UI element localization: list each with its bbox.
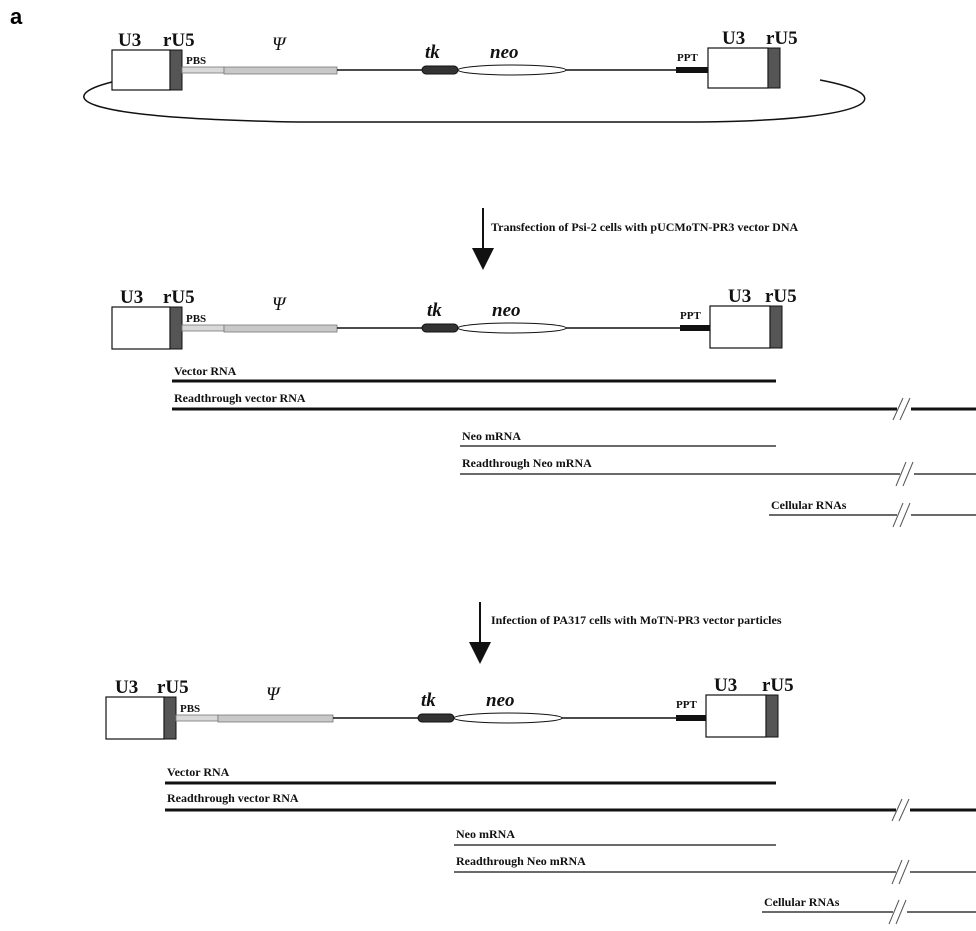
- right-ru5-label: rU5: [762, 675, 794, 696]
- neo-gene: [453, 712, 563, 724]
- psi-label: Ψ: [272, 294, 287, 315]
- tk-promoter: [417, 713, 455, 723]
- break-mark: [892, 502, 911, 528]
- readthrough-vector-rna-label: Readthrough vector RNA: [167, 791, 299, 805]
- psi-segment: [217, 714, 334, 723]
- left-ltr-u3-box: [105, 696, 165, 740]
- neo-gene: [457, 64, 567, 76]
- tk-promoter: [421, 323, 459, 333]
- vector-rna-label: Vector RNA: [167, 765, 230, 779]
- pbs-segment: [181, 324, 225, 332]
- break-mark: [888, 899, 907, 925]
- right-ltr-u3-box: [709, 305, 771, 349]
- right-ltr-ru5-block: [765, 694, 779, 738]
- step2-caption: Infection of PA317 cells with MoTN-PR3 v…: [491, 613, 782, 627]
- left-ltr-ru5-block: [163, 696, 177, 740]
- neo-mrna-label: Neo mRNA: [462, 429, 521, 443]
- right-u3-label: U3: [714, 675, 737, 696]
- left-u3-label: U3: [120, 287, 143, 308]
- readthrough-neo-mrna-label: Readthrough Neo mRNA: [462, 456, 592, 470]
- step1-arrow: [472, 208, 494, 270]
- pbs-label: PBS: [180, 703, 200, 715]
- readthrough-neo-mrna-label: Readthrough Neo mRNA: [456, 854, 586, 868]
- right-u3-label: U3: [722, 28, 745, 49]
- pbs-segment: [181, 66, 225, 74]
- provirus-construct-1: U3 rU5 PBS Ψ tk neo PPT U3 rU5: [111, 286, 797, 350]
- transcripts-set-2: Vector RNA Readthrough vector RNA Neo mR…: [165, 765, 976, 925]
- right-ltr-u3-box: [705, 694, 767, 738]
- psi-label: Ψ: [272, 34, 287, 55]
- tk-label: tk: [427, 300, 442, 321]
- left-ru5-label: rU5: [163, 287, 195, 308]
- left-ltr-ru5-block: [169, 306, 183, 350]
- plasmid-construct: U3 rU5 PBS Ψ tk neo PPT U3 rU5: [83, 28, 866, 123]
- pbs-label: PBS: [186, 55, 206, 67]
- psi-segment: [223, 324, 338, 333]
- break-mark: [892, 397, 911, 421]
- left-ltr-u3-box: [111, 306, 171, 350]
- tk-promoter: [421, 65, 459, 75]
- step1-caption: Transfection of Psi-2 cells with pUCMoTN…: [491, 220, 799, 234]
- right-ltr-ru5-block: [767, 47, 781, 89]
- psi-label: Ψ: [266, 684, 281, 705]
- cellular-rnas-label: Cellular RNAs: [764, 895, 840, 909]
- break-mark: [891, 798, 910, 822]
- ppt-segment: [676, 715, 706, 721]
- right-ru5-label: rU5: [766, 28, 798, 49]
- break-mark: [895, 461, 914, 487]
- break-mark: [891, 859, 910, 885]
- neo-mrna-label: Neo mRNA: [456, 827, 515, 841]
- provirus-construct-2: U3 rU5 PBS Ψ tk neo PPT U3 rU5: [105, 675, 794, 740]
- right-ltr-u3-box: [707, 47, 769, 89]
- ppt-label: PPT: [677, 52, 698, 64]
- tk-label: tk: [421, 690, 436, 711]
- psi-segment: [223, 66, 338, 75]
- neo-label: neo: [492, 300, 521, 321]
- left-u3-label: U3: [118, 30, 141, 51]
- left-ru5-label: rU5: [157, 677, 189, 698]
- right-ru5-label: rU5: [765, 286, 797, 307]
- left-ru5-label: rU5: [163, 30, 195, 51]
- left-ltr-u3-box: [111, 49, 171, 91]
- neo-label: neo: [490, 42, 519, 63]
- step2-arrow: [469, 602, 491, 664]
- tk-label: tk: [425, 42, 440, 63]
- ppt-label: PPT: [680, 310, 701, 322]
- readthrough-vector-rna-label: Readthrough vector RNA: [174, 391, 306, 405]
- right-u3-label: U3: [728, 286, 751, 307]
- panel-label: a: [10, 4, 23, 29]
- right-ltr-ru5-block: [769, 305, 783, 349]
- vector-rna-label: Vector RNA: [174, 364, 237, 378]
- ppt-label: PPT: [676, 699, 697, 711]
- plasmid-backbone-loop: [83, 79, 866, 123]
- pbs-label: PBS: [186, 313, 206, 325]
- pbs-segment: [175, 714, 219, 722]
- left-u3-label: U3: [115, 677, 138, 698]
- ppt-segment: [676, 67, 708, 73]
- cellular-rnas-label: Cellular RNAs: [771, 498, 847, 512]
- neo-label: neo: [486, 690, 515, 711]
- ppt-segment: [680, 325, 710, 331]
- left-ltr-ru5-block: [169, 49, 183, 91]
- neo-gene: [457, 322, 567, 334]
- transcripts-set-1: Vector RNA Readthrough vector RNA Neo mR…: [172, 364, 976, 528]
